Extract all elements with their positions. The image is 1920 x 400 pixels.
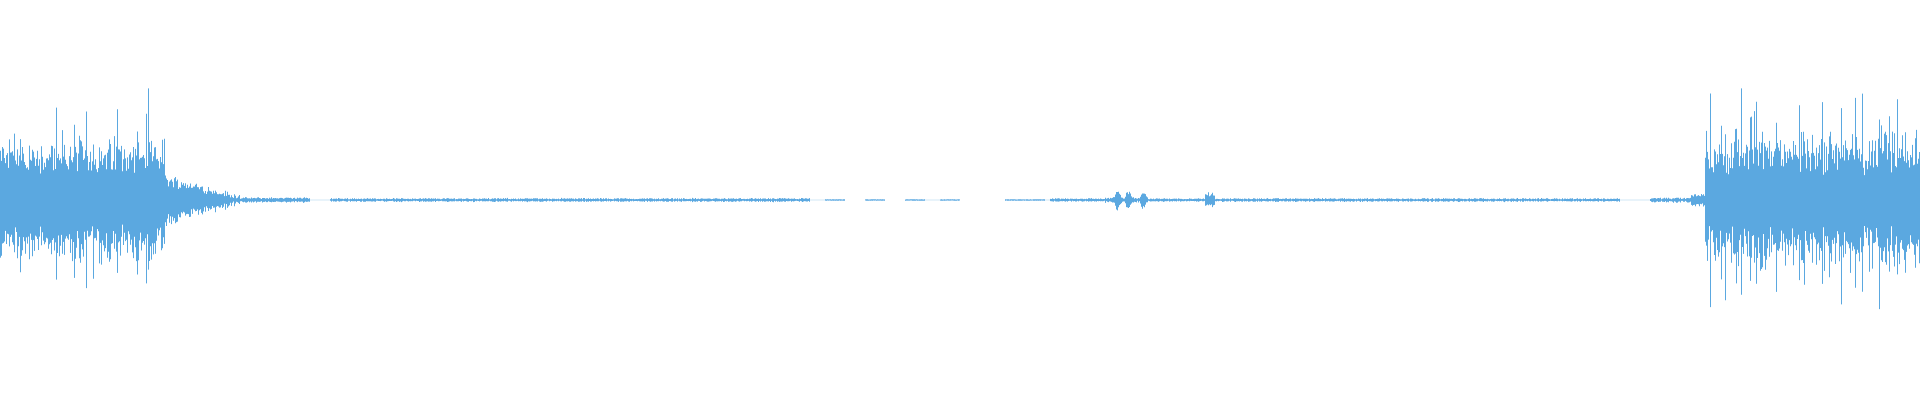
- waveform-samples: [0, 88, 1920, 310]
- waveform-path: [0, 88, 1920, 310]
